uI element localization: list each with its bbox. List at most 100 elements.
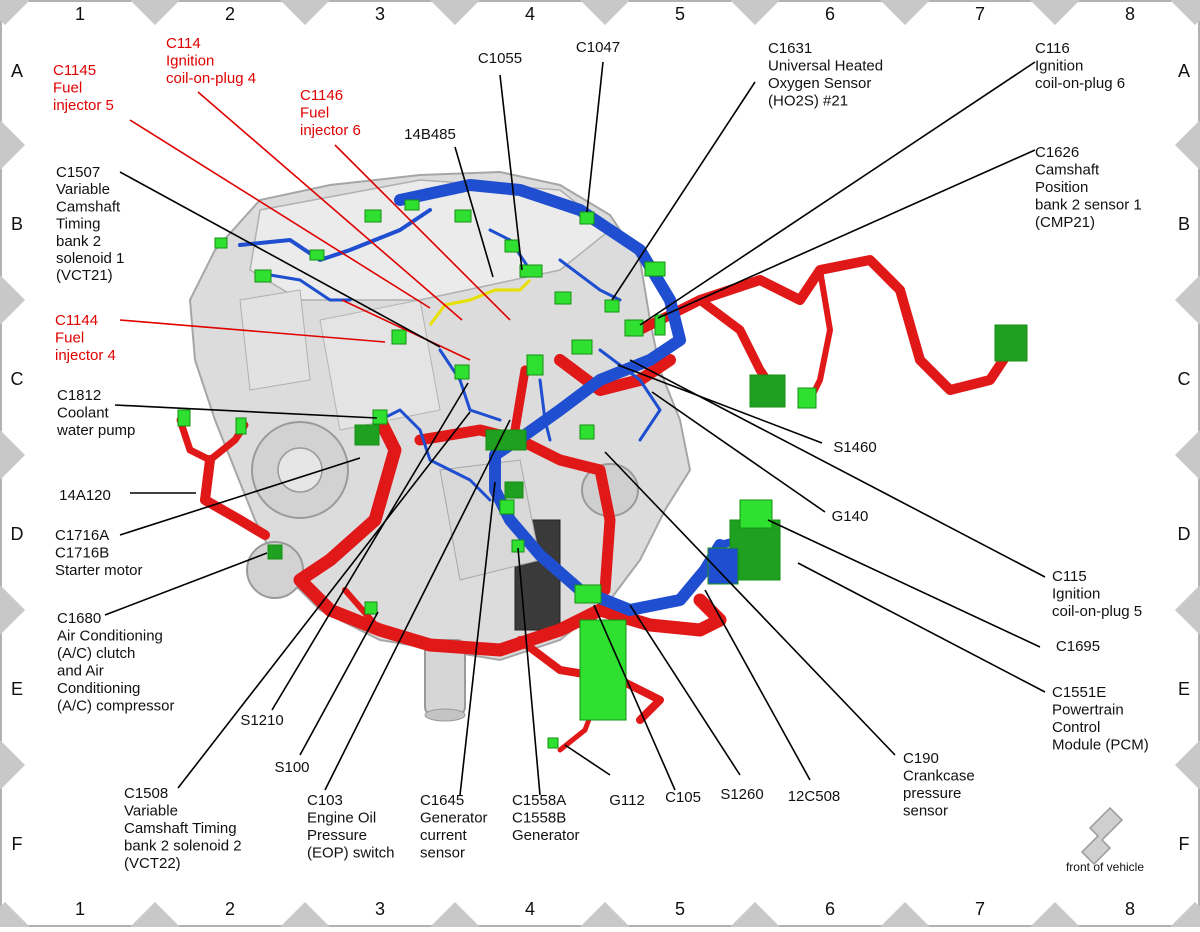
- label-c1680-line: (A/C) clutch: [57, 645, 135, 662]
- yellow-harness: [428, 278, 532, 326]
- label-c1507-line: bank 2: [56, 233, 101, 250]
- label-s1460-line: S1460: [833, 439, 876, 456]
- border-marker: [0, 0, 30, 25]
- front-of-vehicle-indicator: front of vehicle: [1066, 806, 1144, 874]
- leader-line: [593, 604, 676, 791]
- border-marker: [0, 740, 25, 790]
- label-c1812-line: Coolant: [57, 405, 110, 422]
- label-c1507-line: Timing: [56, 216, 100, 233]
- leader-line: [499, 74, 523, 271]
- label-c114-line: C114: [166, 35, 201, 52]
- grid-column-label: 7: [975, 4, 985, 24]
- leader-line: [119, 319, 386, 343]
- border-marker: [880, 0, 930, 25]
- label-c1508-line: C1508: [124, 785, 168, 802]
- border-marker: [0, 902, 30, 927]
- label-c1507-line: Variable: [56, 181, 110, 198]
- border-marker: [430, 902, 480, 927]
- border-marker: [1175, 430, 1200, 480]
- border-marker: [430, 0, 480, 25]
- border-marker: [130, 0, 180, 25]
- border-marker: [280, 902, 330, 927]
- label-s1260: S1260: [720, 786, 763, 803]
- label-c1645-line: sensor: [420, 845, 465, 862]
- leader-line: [271, 382, 469, 711]
- grid-row-label: C: [1178, 369, 1191, 389]
- front-arrow-icon: [1080, 806, 1124, 866]
- label-c116-line: Ignition: [1035, 58, 1083, 75]
- label-c1144-line: injector 4: [55, 347, 116, 364]
- leader-line: [657, 149, 1036, 319]
- label-c1055-line: C1055: [478, 50, 522, 67]
- label-c1716-line: C1716A: [55, 527, 109, 544]
- border-marker: [1175, 740, 1200, 790]
- red-harness: [176, 255, 1015, 753]
- leader-line: [797, 562, 1046, 693]
- border-marker: [1175, 585, 1200, 635]
- border-marker: [0, 430, 25, 480]
- label-c1626-line: C1626: [1035, 144, 1079, 161]
- label-c1695: C1695: [1056, 638, 1100, 655]
- label-c1680-line: Conditioning: [57, 680, 140, 697]
- grid-column-label: 3: [375, 4, 385, 24]
- border-marker: [1170, 0, 1200, 25]
- label-c1508-line: Camshaft Timing: [124, 820, 237, 837]
- border-marker: [1030, 0, 1080, 25]
- label-c1507-line: (VCT21): [56, 267, 113, 284]
- leader-line: [459, 481, 496, 796]
- label-c1716-line: Starter motor: [55, 562, 143, 579]
- label-c1055: C1055: [478, 50, 522, 67]
- label-c1680-line: Air Conditioning: [57, 628, 163, 645]
- label-c1631-line: C1631: [768, 40, 812, 57]
- label-c190-line: sensor: [903, 803, 948, 820]
- label-c1812-line: water pump: [56, 422, 135, 439]
- label-c1626-line: bank 2 sensor 1: [1035, 197, 1142, 214]
- grid-column-label: 5: [675, 4, 685, 24]
- label-g112-line: G112: [609, 792, 645, 809]
- border-marker: [730, 902, 780, 927]
- leader-line: [119, 457, 361, 536]
- border-marker: [0, 585, 25, 635]
- grid-column-label: 1: [75, 899, 85, 919]
- border-marker: [1175, 120, 1200, 170]
- grid-row-label: D: [11, 524, 24, 544]
- leader-line: [129, 119, 431, 309]
- label-s100: S100: [274, 759, 309, 776]
- label-c1551e-line: Module (PCM): [1052, 737, 1149, 754]
- label-c1507-line: solenoid 1: [56, 250, 124, 267]
- border-marker: [730, 0, 780, 25]
- leader-line: [114, 404, 378, 419]
- label-c190-line: pressure: [903, 785, 961, 802]
- label-a14a120: 14A120: [59, 487, 111, 504]
- label-c1558-line: C1558A: [512, 792, 566, 809]
- label-c190-line: C190: [903, 750, 939, 767]
- label-a14a120-line: 14A120: [59, 487, 111, 504]
- border-marker: [0, 120, 25, 170]
- grid-row-label: A: [1178, 61, 1190, 81]
- label-c1146-line: Fuel: [300, 105, 329, 122]
- border-marker: [0, 275, 25, 325]
- label-c1551e-line: Powertrain: [1052, 702, 1124, 719]
- leader-line: [177, 411, 471, 789]
- label-c1631-line: Oxygen Sensor: [768, 75, 871, 92]
- label-s1210: S1210: [240, 712, 283, 729]
- label-c1680-line: C1680: [57, 610, 101, 627]
- label-c1508-line: (VCT22): [124, 855, 181, 872]
- leader-line: [651, 391, 826, 513]
- border-marker: [130, 902, 180, 927]
- label-b14b485: 14B485: [404, 126, 456, 143]
- leader-line: [517, 547, 541, 796]
- label-s1210-line: S1210: [240, 712, 283, 729]
- grid-column-label: 6: [825, 899, 835, 919]
- label-c1631-line: (HO2S) #21: [768, 93, 848, 110]
